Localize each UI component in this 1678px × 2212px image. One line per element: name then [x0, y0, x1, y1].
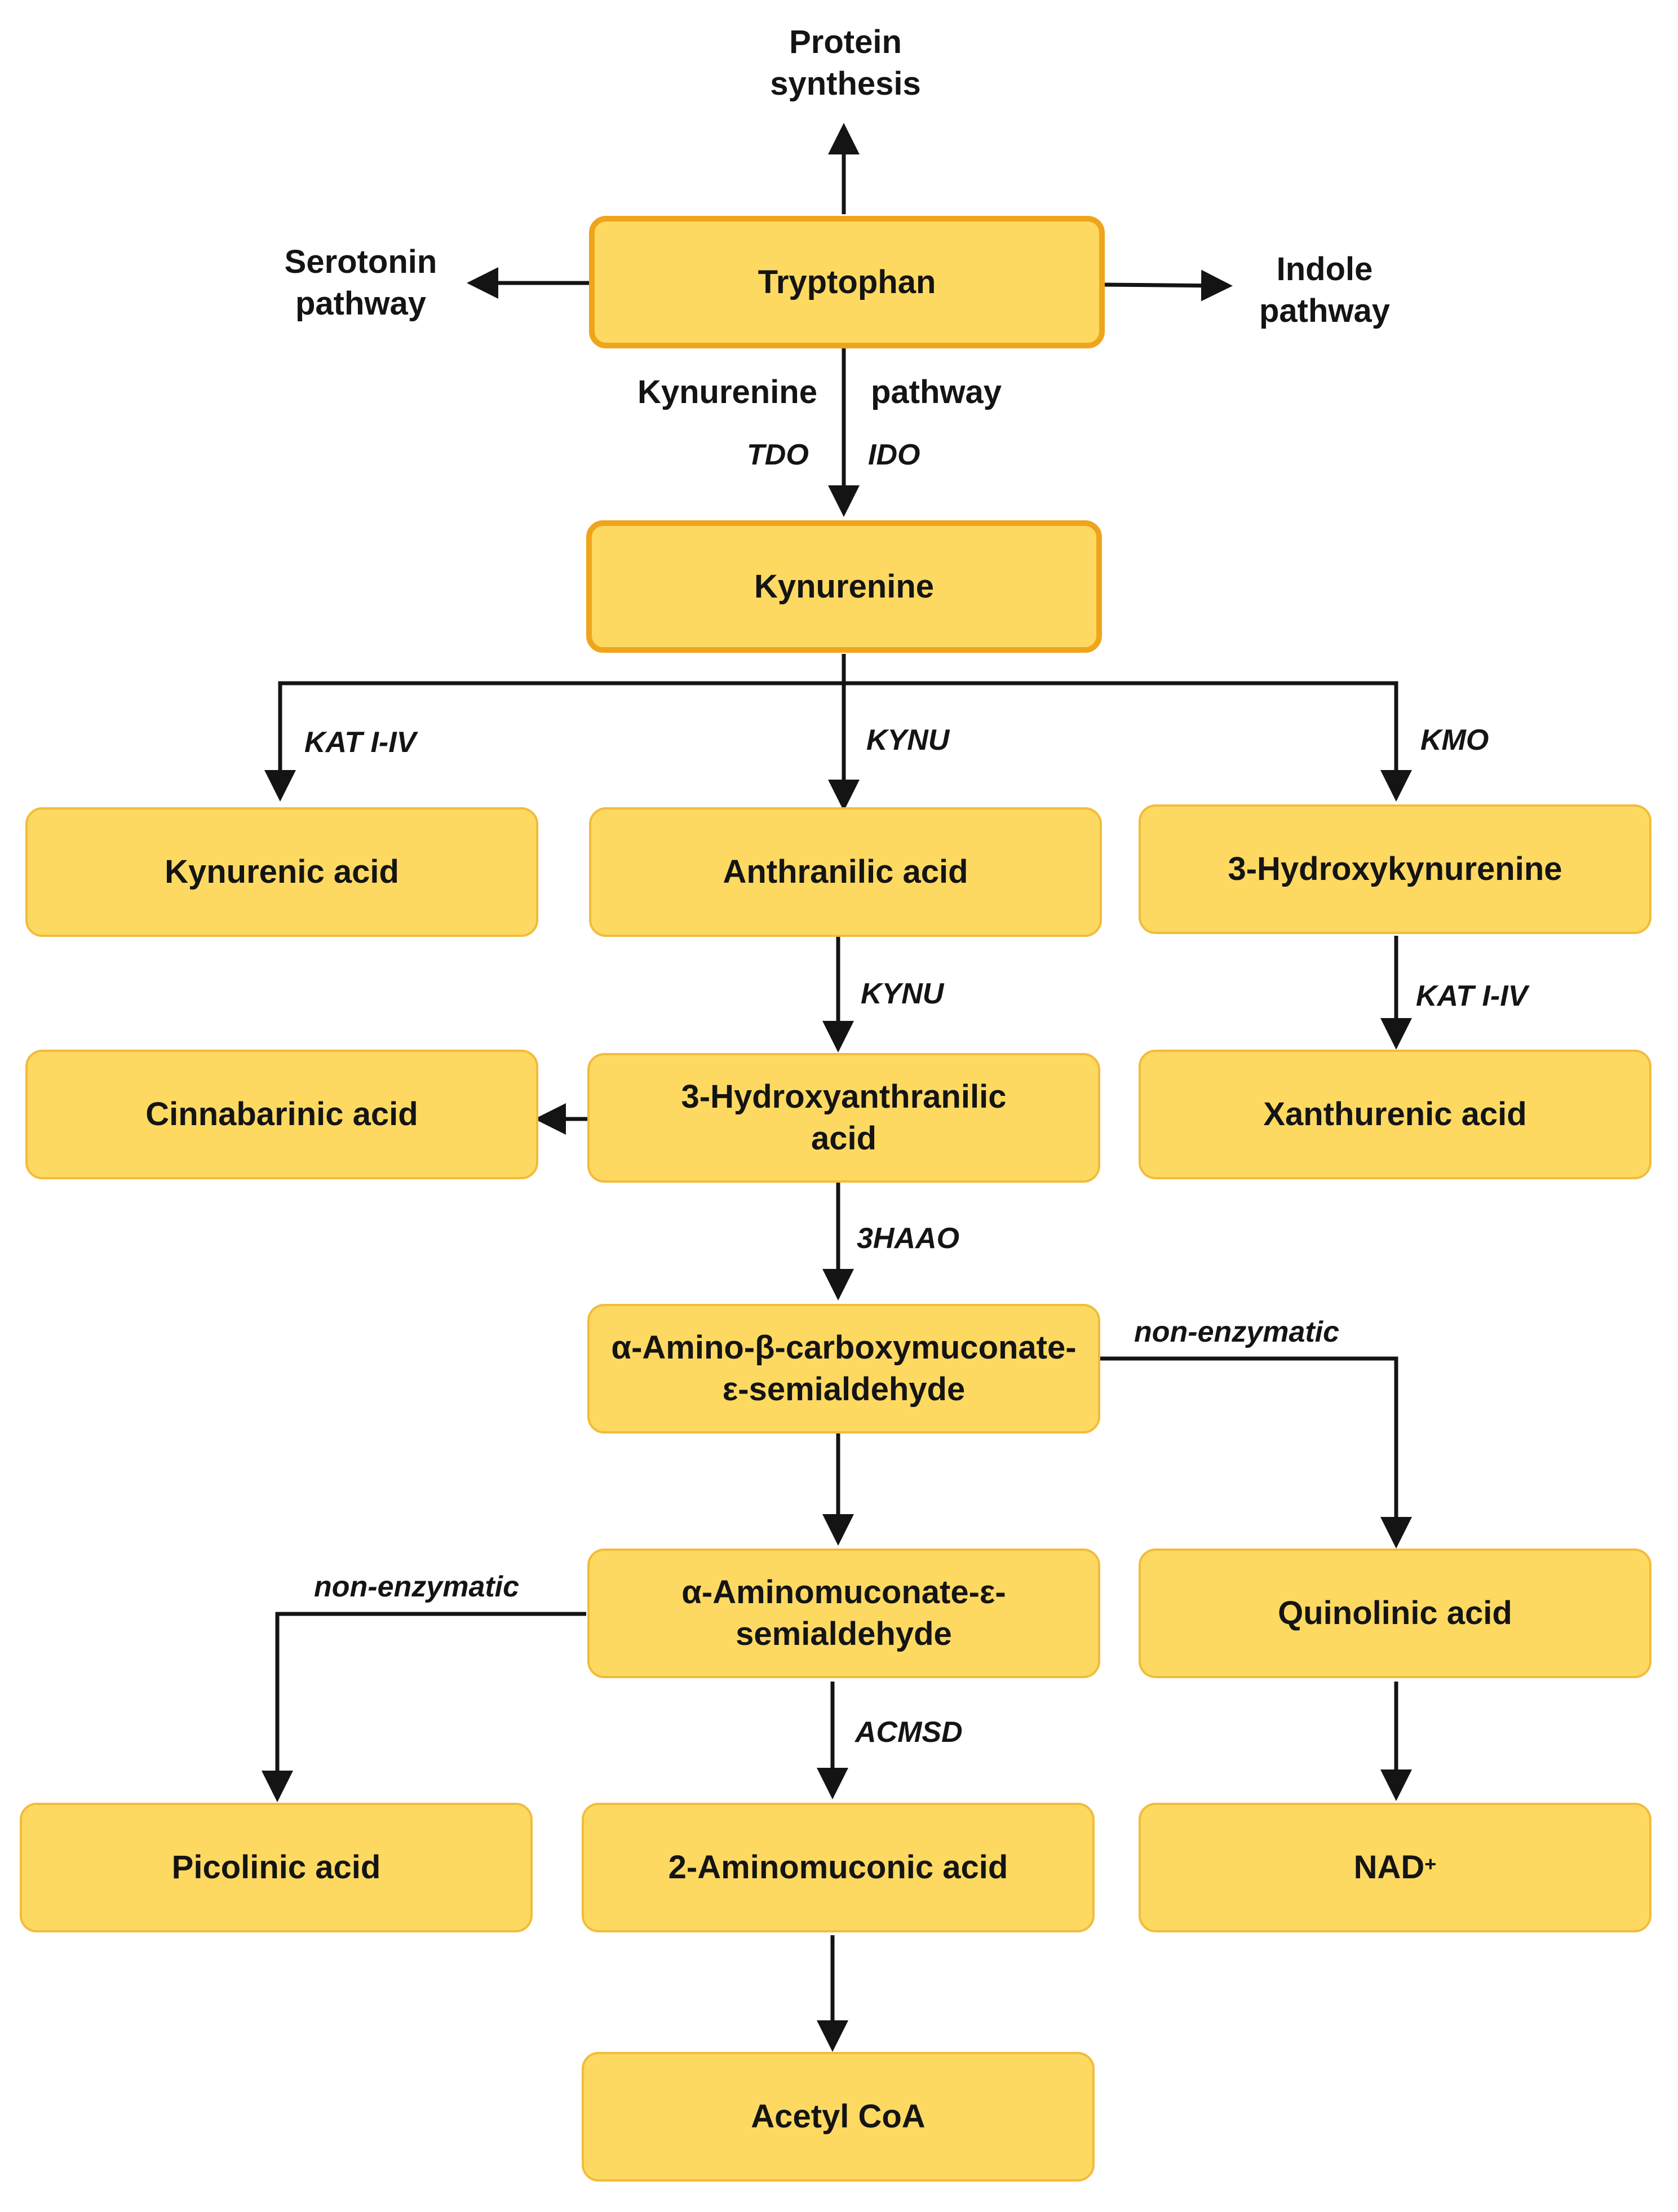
node-tryptophan-label: Tryptophan [758, 263, 936, 300]
enzyme-acmsd: ACMSD [855, 1716, 963, 1749]
node-3-hydroxyanthranilic-acid-label: 3-Hydroxyanthranilic acid [681, 1078, 1007, 1157]
protein-synthesis-label: Protein synthesis [770, 24, 921, 102]
kynurenine-branch-bar [278, 681, 1398, 798]
node-quinolinic-acid-label: Quinolinic acid [1278, 1595, 1512, 1631]
enzyme-kmo: KMO [1420, 724, 1489, 756]
node-2-aminomuconic-acid: 2-Aminomuconic acid [582, 1803, 1095, 1932]
node-kynurenic-acid: Kynurenic acid [25, 807, 538, 937]
enzyme-kat-right: KAT I-IV [1416, 980, 1528, 1012]
node-kynurenic-acid-label: Kynurenic acid [165, 853, 399, 890]
enzyme-non-enzymatic-left: non-enzymatic [314, 1570, 520, 1603]
node-kynurenine: Kynurenine [586, 520, 1102, 653]
node-nad: NAD+ [1139, 1803, 1652, 1932]
arrow-to-quinolinic [1100, 1356, 1412, 1549]
enzyme-kat-left: KAT I-IV [304, 726, 417, 759]
enzyme-kynu-2: KYNU [861, 977, 944, 1010]
node-xanthurenic-acid-label: Xanthurenic acid [1263, 1096, 1527, 1132]
node-nad-label: NAD+ [1354, 1847, 1437, 1888]
node-ams-label: α-Aminomuconate-ε- semialdehyde [681, 1574, 1006, 1652]
node-cinnabarinic-acid-label: Cinnabarinic acid [145, 1096, 418, 1132]
enzyme-ido: IDO [868, 439, 920, 471]
node-2-aminomuconic-acid-label: 2-Aminomuconic acid [668, 1849, 1008, 1886]
node-acetyl-coa-label: Acetyl CoA [751, 2098, 926, 2135]
node-anthranilic-acid-label: Anthranilic acid [723, 853, 968, 890]
enzyme-tdo: TDO [747, 439, 809, 471]
arrow-to-indole [1103, 269, 1233, 302]
node-xanthurenic-acid: Xanthurenic acid [1139, 1050, 1652, 1179]
node-kynurenine-label: Kynurenine [754, 568, 935, 605]
node-3-hydroxykynurenine-label: 3-Hydroxykynurenine [1228, 851, 1562, 887]
node-3-hydroxykynurenine: 3-Hydroxykynurenine [1139, 804, 1652, 934]
indole-pathway-label: Indole pathway [1259, 251, 1391, 329]
node-tryptophan: Tryptophan [589, 216, 1105, 348]
node-3-hydroxyanthranilic-acid: 3-Hydroxyanthranilic acid [587, 1053, 1100, 1183]
node-picolinic-acid-label: Picolinic acid [171, 1849, 381, 1886]
kynurenine-pathway-right-label: pathway [871, 374, 1002, 410]
node-acms-label: α-Amino-β-carboxymuconate- ε-semialdehyd… [611, 1329, 1077, 1408]
node-ams: α-Aminomuconate-ε- semialdehyde [587, 1549, 1100, 1678]
enzyme-non-enzymatic-right: non-enzymatic [1134, 1316, 1340, 1348]
node-picolinic-acid: Picolinic acid [20, 1803, 533, 1932]
enzyme-kynu-1: KYNU [866, 724, 950, 756]
nad-superscript: + [1424, 1852, 1437, 1875]
node-acetyl-coa: Acetyl CoA [582, 2052, 1095, 2182]
arrow-to-picolinic [262, 1612, 586, 1802]
nad-text: NAD [1353, 1849, 1425, 1886]
node-acms: α-Amino-β-carboxymuconate- ε-semialdehyd… [587, 1304, 1100, 1434]
kynurenine-pathway-left-label: Kynurenine [637, 374, 817, 410]
node-quinolinic-acid: Quinolinic acid [1139, 1549, 1652, 1678]
node-anthranilic-acid: Anthranilic acid [589, 807, 1102, 937]
enzyme-3haao: 3HAAO [857, 1222, 960, 1255]
node-cinnabarinic-acid: Cinnabarinic acid [25, 1050, 538, 1179]
serotonin-pathway-label: Serotonin pathway [284, 244, 437, 322]
